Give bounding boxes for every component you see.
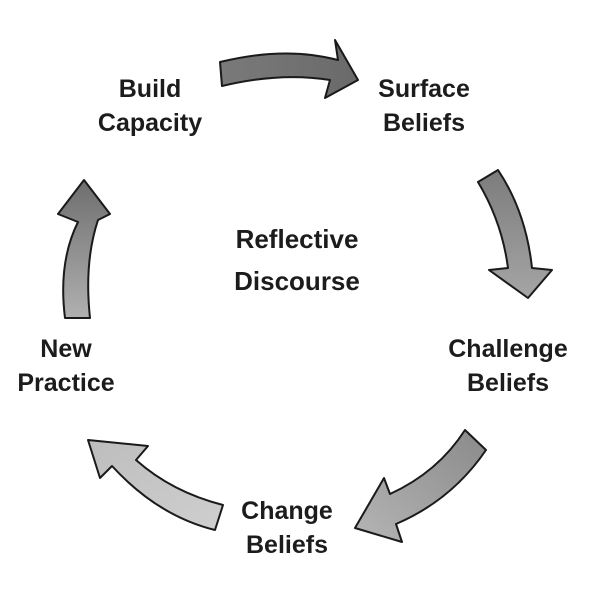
stage-change-beliefs-line2: Beliefs	[246, 531, 328, 559]
stage-new-practice-line1: New	[40, 335, 92, 363]
arrow-change-to-new-practice	[87, 439, 224, 531]
stage-challenge-beliefs-line2: Beliefs	[467, 369, 549, 397]
stage-new-practice: New Practice	[17, 332, 114, 400]
stage-surface-beliefs-line1: Surface	[378, 75, 470, 103]
center-label-line1: Reflective	[235, 224, 359, 254]
arrow-surface-to-challenge	[477, 169, 553, 299]
stage-new-practice-line2: Practice	[17, 369, 115, 397]
stage-challenge-beliefs: Challenge Beliefs	[448, 332, 567, 400]
center-label-line2: Discourse	[234, 266, 360, 296]
stage-surface-beliefs-line2: Beliefs	[383, 109, 465, 137]
stage-build-capacity-line1: Build	[118, 75, 182, 103]
stage-build-capacity-line2: Capacity	[97, 109, 203, 137]
arrow-challenge-to-change	[354, 429, 487, 543]
arrow-build-to-surface	[219, 39, 359, 99]
stage-surface-beliefs: Surface Beliefs	[378, 72, 470, 140]
arrow-new-practice-to-build	[57, 179, 111, 319]
center-label: Reflective Discourse	[234, 218, 360, 302]
stage-build-capacity: Build Capacity	[98, 72, 202, 140]
stage-change-beliefs: Change Beliefs	[241, 494, 333, 562]
stage-challenge-beliefs-line1: Challenge	[448, 335, 568, 363]
stage-change-beliefs-line1: Change	[241, 497, 333, 525]
